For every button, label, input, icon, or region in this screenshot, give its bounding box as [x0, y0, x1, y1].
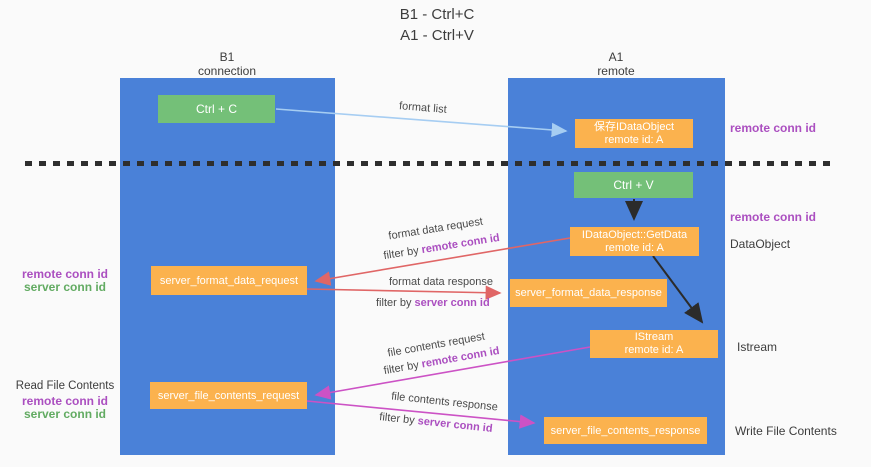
lane-header-b1: B1 connection: [157, 50, 297, 78]
server-format-data-request-label: server_format_data_request: [159, 274, 299, 287]
server-conn-id-label-left-2: server conn id: [23, 407, 107, 421]
save-dataobject-line2: remote id: A: [604, 133, 664, 146]
getdata-node: IDataObject::GetData remote id: A: [570, 227, 699, 256]
ctrl-c-node: Ctrl + C: [158, 95, 275, 123]
filter-by-text: filter by: [376, 297, 415, 309]
server-format-data-response-node: server_format_data_response: [510, 279, 667, 307]
filter-by-text: filter by: [382, 244, 423, 263]
save-dataobject-line1: 保存IDataObject: [593, 120, 675, 133]
lane-b1-role: connection: [197, 64, 257, 78]
dataobject-label: DataObject: [730, 237, 791, 251]
left-labels-bottom: Read File Contents remote conn id server…: [12, 380, 118, 421]
server-file-contents-request-node: server_file_contents_request: [150, 382, 307, 409]
remote-conn-id-label-top-right: remote conn id: [730, 121, 817, 135]
server-file-contents-request-label: server_file_contents_request: [157, 389, 300, 402]
istream-line2: remote id: A: [624, 344, 684, 356]
lane-a1-name: A1: [608, 50, 624, 64]
file-contents-response-edge-label: file contents response: [390, 390, 499, 414]
filter-by-text: filter by: [382, 358, 423, 378]
ctrl-c-label: Ctrl + C: [195, 102, 237, 116]
ctrl-v-node: Ctrl + V: [574, 172, 693, 198]
getdata-line1: IDataObject::GetData: [581, 228, 688, 241]
title-line-2: A1 - Ctrl+V: [400, 27, 474, 44]
server-format-data-response-label: server_format_data_response: [515, 287, 662, 299]
server-file-contents-response-label: server_file_contents_response: [550, 424, 701, 437]
server-conn-id-key: server conn id: [417, 415, 494, 435]
istream-node: IStream remote id: A: [590, 330, 718, 358]
write-file-contents-label: Write File Contents: [735, 424, 837, 438]
format-data-response-edge-label: format data response: [389, 276, 493, 288]
istream-line1: IStream: [634, 331, 674, 343]
server-file-contents-response-node: server_file_contents_response: [544, 417, 707, 444]
title-line-1: B1 - Ctrl+C: [399, 6, 475, 23]
file-contents-response-filter-label: filter by server conn id: [379, 411, 493, 436]
save-dataobject-node: 保存IDataObject remote id: A: [575, 119, 693, 148]
format-list-edge-label: format list: [398, 100, 448, 116]
remote-conn-id-label-left-2: remote conn id: [21, 394, 108, 408]
left-conn-id-labels-mid: remote conn id server conn id: [15, 268, 115, 294]
phase-separator-dashed-line: [25, 161, 832, 166]
server-conn-id-label-left: server conn id: [23, 280, 107, 294]
getdata-line2: remote id: A: [605, 241, 664, 254]
istream-side-label: Istream: [737, 340, 778, 354]
remote-conn-id-label-left: remote conn id: [21, 267, 108, 281]
read-file-contents-label: Read File Contents: [15, 380, 115, 392]
lane-header-a1: A1 remote: [546, 50, 686, 78]
format-data-response-filter-label: filter by server conn id: [376, 297, 490, 310]
lane-a1-role: remote: [597, 64, 635, 78]
format-data-response-arrow: [306, 285, 502, 300]
ctrl-v-label: Ctrl + V: [613, 178, 654, 192]
server-format-data-request-node: server_format_data_request: [151, 266, 307, 295]
remote-conn-id-label-mid-right: remote conn id: [730, 210, 817, 224]
diagram-title: B1 - Ctrl+C A1 - Ctrl+V: [337, 4, 537, 46]
lane-b1-name: B1: [219, 50, 235, 64]
server-conn-id-key: server conn id: [414, 297, 490, 309]
filter-by-text: filter by: [378, 411, 419, 428]
